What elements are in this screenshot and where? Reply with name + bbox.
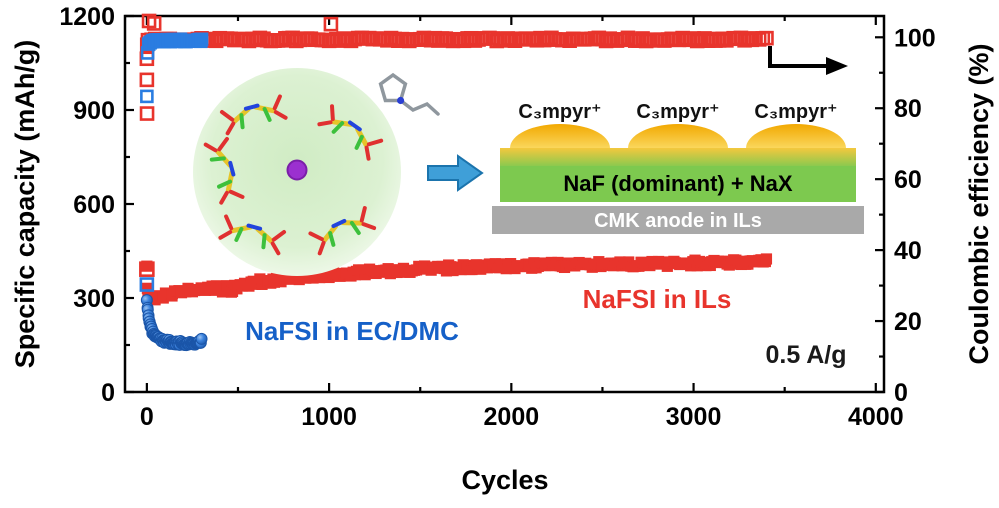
cation-dome-label: C₃mpyr⁺ xyxy=(518,101,601,123)
data-point xyxy=(139,72,155,88)
fsi-anion-icon xyxy=(317,104,384,161)
transfer-arrow-icon xyxy=(427,154,484,192)
y-left-tick-label: 900 xyxy=(73,97,115,125)
current-density-label: 0.5 A/g xyxy=(765,341,846,369)
electrolyte-solvation-inset xyxy=(193,68,440,276)
y-left-tick-label: 0 xyxy=(101,379,115,407)
data-point xyxy=(139,261,155,277)
na-ion-icon xyxy=(286,159,308,181)
cation-dome-icon xyxy=(510,124,610,148)
y-right-tick-label: 0 xyxy=(894,379,908,407)
data-point xyxy=(146,16,162,31)
data-point xyxy=(139,106,155,121)
x-tick-label: 1000 xyxy=(301,403,357,431)
fsi-anion-icon xyxy=(218,214,287,256)
data-point xyxy=(194,32,209,47)
data-series-layer xyxy=(139,13,774,352)
y-right-tick-label: 60 xyxy=(894,166,922,194)
data-point xyxy=(323,16,339,32)
fsi-anion-icon xyxy=(203,136,245,205)
y-axis-left-title: Specific capacity (mAh/g) xyxy=(10,40,40,369)
sei-layer xyxy=(500,166,856,202)
data-point xyxy=(140,89,154,104)
cation-dome-icon xyxy=(746,124,846,148)
y-left-tick-label: 1200 xyxy=(59,3,115,31)
anode-layer-label: CMK anode in ILs xyxy=(594,210,762,232)
sei-schematic: C₃mpyr⁺ C₃mpyr⁺ C₃mpyr⁺ NaF (dominant) +… xyxy=(492,101,864,234)
cation-dome-label: C₃mpyr⁺ xyxy=(754,101,837,123)
fsi-anion-icon xyxy=(308,206,377,256)
data-point xyxy=(141,260,153,272)
series-label-ecdmc: NaFSI in EC/DMC xyxy=(245,316,459,346)
y-axis-right-title: Coulombic efficiency (%) xyxy=(964,43,994,364)
right-axis-arrow-icon xyxy=(768,46,848,75)
y-right-tick-label: 100 xyxy=(894,24,936,52)
x-tick-label: 0 xyxy=(140,403,154,431)
x-tick-label: 2000 xyxy=(484,403,540,431)
data-point xyxy=(139,277,155,292)
y-right-tick-label: 20 xyxy=(894,308,922,336)
data-point xyxy=(759,30,774,46)
data-point xyxy=(195,332,208,345)
cation-dome-label: C₃mpyr⁺ xyxy=(636,101,719,123)
cation-dome-icon xyxy=(628,124,728,148)
y-right-tick-label: 40 xyxy=(894,237,922,265)
anode-layer xyxy=(492,206,864,234)
y-left-tick-label: 300 xyxy=(73,285,115,313)
fsi-anion-icon xyxy=(219,94,288,136)
c3mpyr-cation-icon xyxy=(378,72,440,116)
x-tick-label: 4000 xyxy=(848,403,904,431)
data-point xyxy=(760,253,773,265)
x-axis-title: Cycles xyxy=(461,465,548,495)
x-tick-label: 3000 xyxy=(666,403,722,431)
y-right-tick-label: 80 xyxy=(894,95,922,123)
sei-layer-label: NaF (dominant) + NaX xyxy=(563,171,793,196)
y-left-tick-label: 600 xyxy=(73,191,115,219)
sei-gradient-layer xyxy=(500,148,856,166)
series-label-ils: NaFSI in ILs xyxy=(583,284,732,314)
